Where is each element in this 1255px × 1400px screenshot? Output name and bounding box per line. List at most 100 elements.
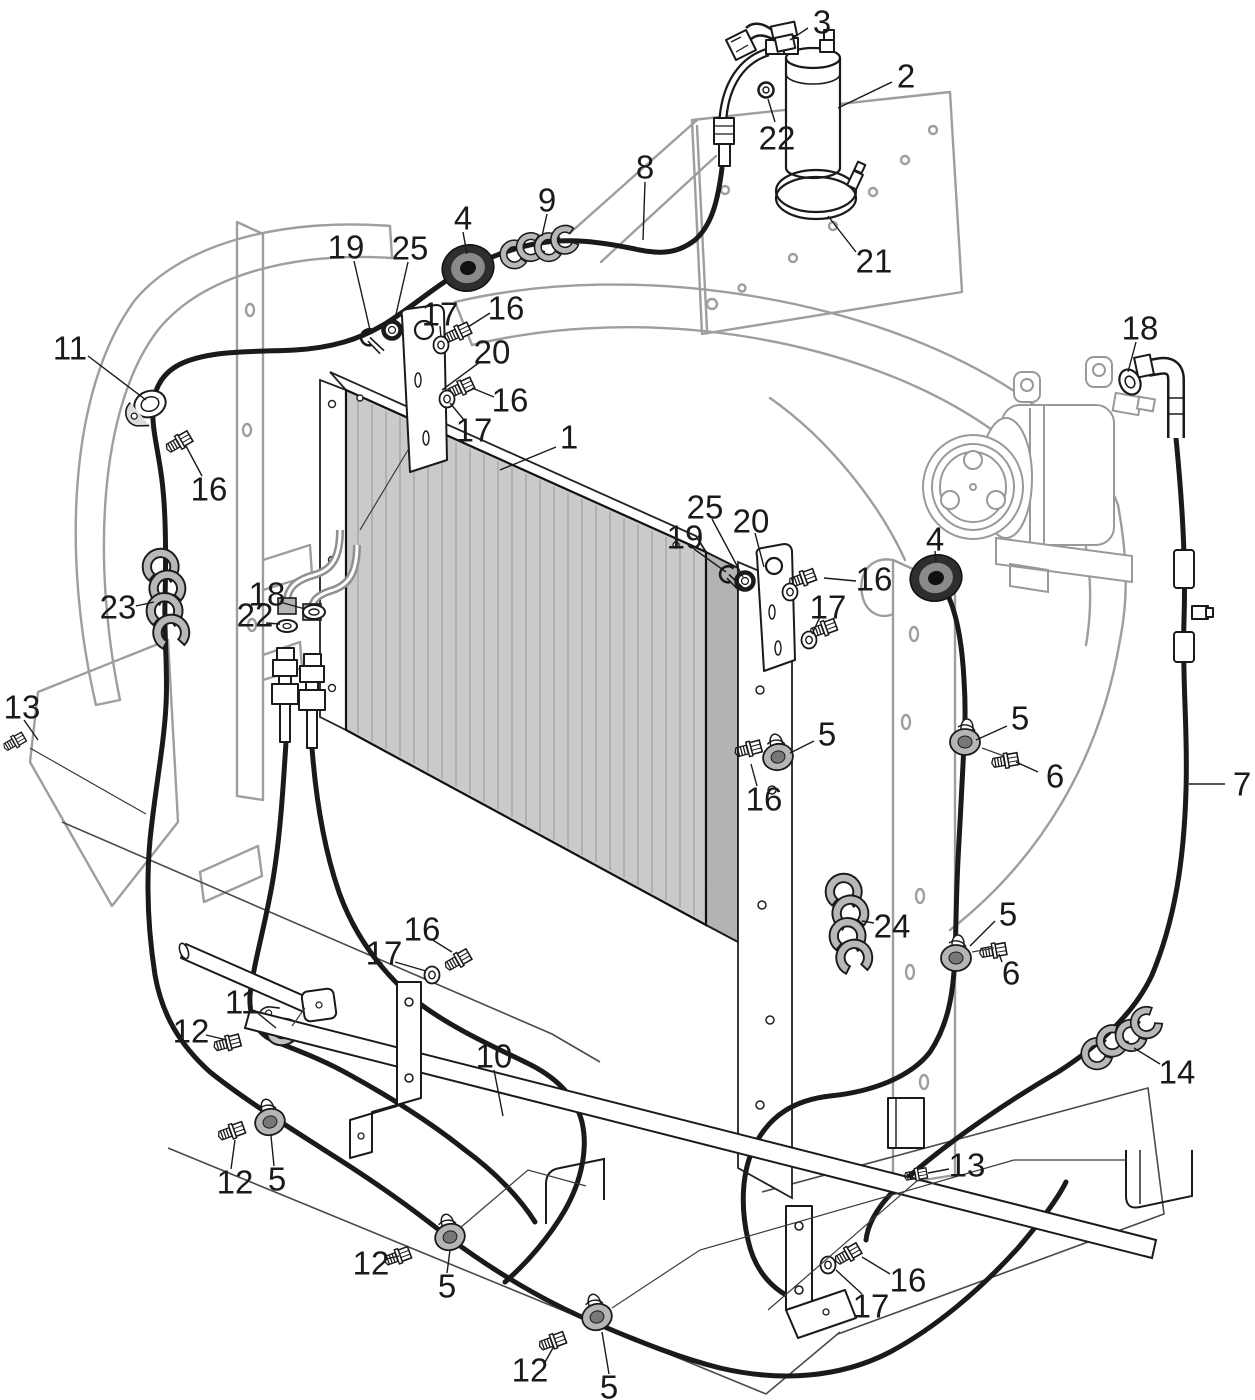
alignment-lines	[29, 449, 1126, 1311]
drier-clamp-band	[774, 160, 867, 221]
condenser-fins	[357, 398, 695, 916]
leader-line-16	[823, 577, 857, 582]
leader-line-12	[543, 1345, 555, 1365]
leader-line-5	[975, 725, 1008, 741]
part-label-22: 22	[759, 120, 796, 157]
part-label-5: 5	[268, 1161, 286, 1198]
hose-condenser-left-b	[309, 745, 587, 1285]
plate-near-lower-clamp	[300, 987, 338, 1023]
condenser-pipes	[277, 529, 361, 621]
part-label-10: 10	[476, 1038, 513, 1075]
leader-line-16	[430, 938, 453, 953]
leader-line-13	[23, 719, 39, 741]
part-label-25: 25	[687, 489, 724, 526]
leader-line-3	[789, 27, 809, 41]
leader-line-17	[439, 325, 442, 338]
leader-line-17	[811, 616, 821, 635]
lower-cross-bar	[178, 942, 1158, 1260]
part-label-25: 25	[392, 230, 429, 267]
part-label-12: 12	[353, 1245, 390, 1282]
drier-mounting-plate	[690, 90, 964, 336]
part-label-22: 22	[237, 597, 274, 634]
part-label-7: 7	[1233, 766, 1251, 803]
leader-line-16	[750, 763, 758, 787]
part-label-23: 23	[100, 589, 137, 626]
clamp-11-upper-left	[125, 389, 167, 427]
leader-line-13	[927, 1168, 950, 1174]
bolt-6	[989, 750, 1020, 772]
part-label-2: 2	[897, 58, 915, 95]
part-label-19: 19	[667, 519, 704, 556]
grommet-4-left	[441, 244, 495, 292]
hose-end-fitting	[713, 117, 735, 145]
clamp-5	[940, 934, 972, 972]
leader-line-18	[1127, 341, 1137, 373]
washer-17	[819, 1255, 837, 1275]
part-label-6: 6	[1002, 955, 1020, 992]
leader-line-11	[253, 1009, 277, 1029]
washer-17	[781, 582, 799, 602]
part-label-18: 18	[1122, 310, 1159, 347]
screw-13	[0, 730, 28, 755]
switch-connector	[725, 29, 757, 61]
part-label-4: 4	[454, 200, 472, 237]
o-ring-22-condenser	[276, 619, 298, 633]
leader-line-6	[1015, 761, 1039, 773]
leader-line-5	[601, 1331, 610, 1375]
part-label-12: 12	[512, 1352, 549, 1389]
leader-line-12	[385, 1255, 400, 1260]
hose-7-compressor	[863, 435, 1189, 1243]
leader-line-12	[205, 1034, 228, 1041]
leader-line-12	[230, 1139, 236, 1170]
leader-line-17	[394, 961, 427, 972]
leader-line-19	[353, 260, 371, 331]
bracket-20-upper-right	[755, 543, 796, 672]
washer-25	[384, 322, 401, 339]
bolt-16	[441, 946, 474, 975]
bracket-bottom-right	[785, 1205, 857, 1339]
part-label-14: 14	[1159, 1054, 1196, 1091]
leader-line-16	[471, 387, 495, 398]
compressor	[922, 356, 1157, 594]
leader-line-4	[462, 231, 468, 255]
part-label-17: 17	[810, 589, 847, 626]
leader-line-2	[837, 81, 893, 109]
leader-line-22	[265, 622, 281, 625]
part-label-17: 17	[456, 412, 493, 449]
part-label-8: 8	[636, 149, 654, 186]
bolt-12	[211, 1031, 243, 1055]
o-ring-22-drier	[757, 81, 775, 99]
washer-17	[423, 965, 441, 985]
bolt-16	[831, 1240, 864, 1269]
leader-line-21	[827, 215, 857, 253]
hose-7-fittings	[1173, 549, 1214, 663]
leader-line-19	[693, 548, 727, 573]
hose-clips-9	[495, 222, 582, 273]
part-label-17: 17	[853, 1288, 890, 1325]
leader-line-20	[441, 361, 481, 391]
leader-line-5	[446, 1249, 451, 1274]
part-label-9: 9	[538, 182, 556, 219]
hose-fitting-left	[271, 647, 299, 743]
leader-line-20	[754, 532, 765, 568]
leader-line-25	[393, 261, 409, 324]
part-label-17: 17	[422, 296, 459, 333]
part-label-12: 12	[217, 1164, 254, 1201]
hose-grommet-to-bottom-right	[740, 580, 968, 1301]
part-label-4: 4	[926, 521, 944, 558]
leader-line-8	[642, 181, 646, 241]
leader-line-6	[998, 953, 1003, 963]
part-label-5: 5	[1011, 700, 1029, 737]
channel-right-end	[1125, 1150, 1193, 1209]
part-label-16: 16	[191, 471, 228, 508]
leader-line-5	[969, 920, 996, 947]
leader-line-5	[270, 1135, 275, 1167]
leader-line-24	[861, 920, 875, 924]
leader-line-17	[449, 402, 465, 421]
part-label-5: 5	[600, 1369, 618, 1400]
part-label-17: 17	[366, 935, 403, 972]
leader-line-4	[934, 550, 937, 563]
grommet-4-right	[909, 554, 963, 602]
